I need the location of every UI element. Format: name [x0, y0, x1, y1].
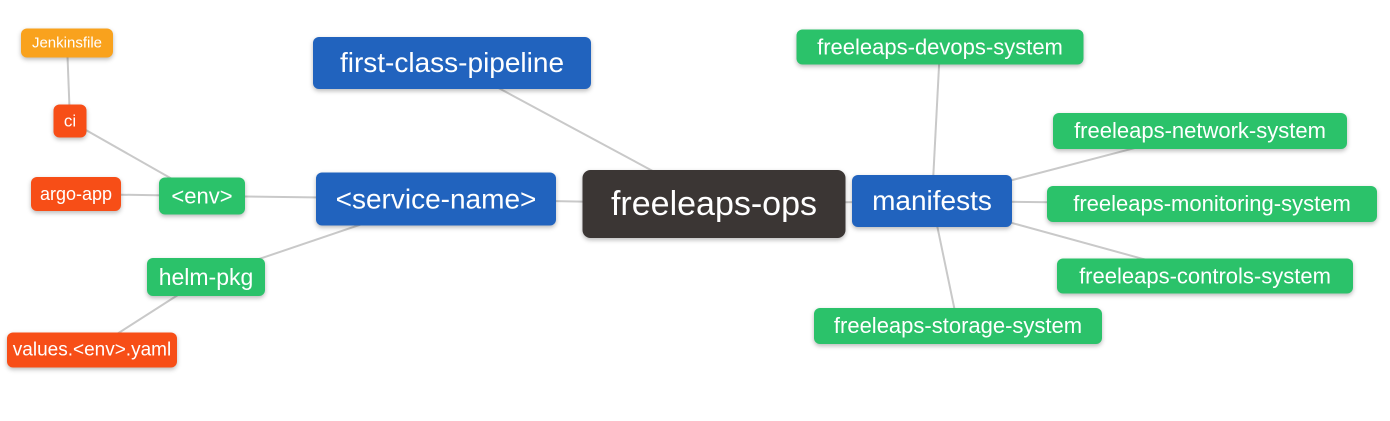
node-service-name[interactable]: <service-name>: [316, 172, 556, 226]
node-helm-pkg[interactable]: helm-pkg: [147, 258, 265, 296]
node-env[interactable]: <env>: [159, 177, 245, 215]
node-first-class-pipeline[interactable]: first-class-pipeline: [313, 37, 591, 89]
node-values-env-yaml[interactable]: values.<env>.yaml: [7, 332, 177, 368]
node-ci[interactable]: ci: [53, 104, 87, 138]
node-freeleaps-devops-system[interactable]: freeleaps-devops-system: [796, 29, 1084, 65]
node-argo-app[interactable]: argo-app: [31, 177, 121, 211]
node-freeleaps-monitoring-system[interactable]: freeleaps-monitoring-system: [1047, 186, 1377, 222]
node-freeleaps-ops[interactable]: freeleaps-ops: [582, 170, 846, 238]
node-freeleaps-network-system[interactable]: freeleaps-network-system: [1053, 113, 1347, 149]
node-manifests[interactable]: manifests: [852, 175, 1012, 227]
node-freeleaps-storage-system[interactable]: freeleaps-storage-system: [814, 308, 1102, 344]
node-freeleaps-controls-system[interactable]: freeleaps-controls-system: [1057, 258, 1353, 294]
node-jenkinsfile[interactable]: Jenkinsfile: [21, 28, 113, 58]
